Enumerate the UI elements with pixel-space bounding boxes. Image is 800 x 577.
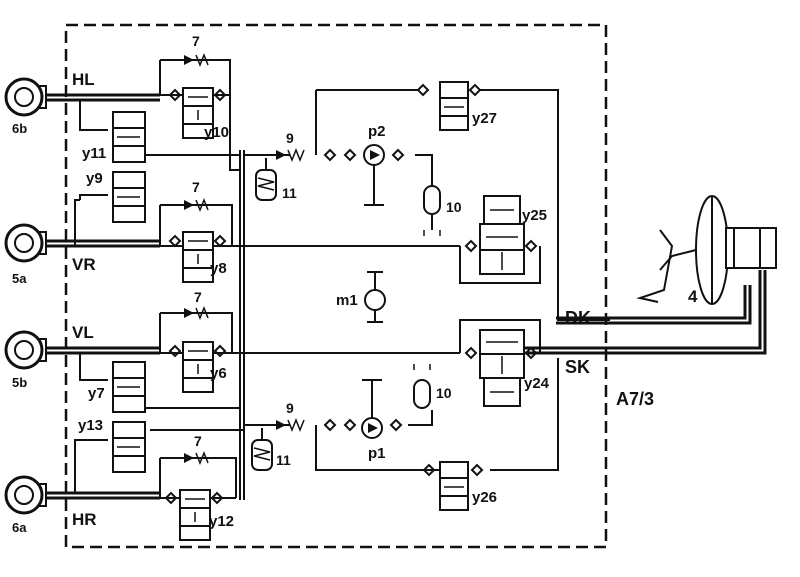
hydraulic-unit-boundary [64,23,608,549]
valve-y24[interactable] [479,329,525,407]
label-line-VL: VL [72,323,94,342]
damper-10-top [423,185,441,236]
check-valve-7-c [178,305,214,321]
label-brake-booster-4: 4 [688,287,698,306]
valve-y11[interactable] [112,111,146,163]
valve-y25[interactable] [479,195,525,275]
label-line-HL: HL [72,70,95,89]
label-valve-y25: y25 [522,207,547,224]
label-wheel-6b: 6b [12,121,27,136]
label-port-SK: SK [565,357,590,377]
valve-y27[interactable] [439,81,469,131]
accumulator-11-bottom [251,428,273,471]
label-check-9-top: 9 [286,130,294,146]
label-wheel-5a: 5a [12,271,27,286]
label-valve-y7: y7 [88,385,105,402]
check-valve-7-d [178,450,214,466]
label-check-7-b: 7 [192,179,200,195]
valve-y9[interactable] [112,171,146,223]
label-valve-y13: y13 [78,417,103,434]
valve-y13[interactable] [112,421,146,473]
brake-booster-4 [636,195,777,305]
brake-lines [46,59,767,500]
label-unit-A7-3: A7/3 [616,389,654,409]
label-wheel-5b: 5b [12,375,27,390]
pump-p2 [363,144,385,206]
label-valve-y8: y8 [210,260,227,277]
check-valve-9-bottom [276,417,305,433]
label-line-VR: VR [72,255,96,274]
label-valve-y11: y11 [82,145,106,162]
check-valve-7-a [178,52,214,68]
valve-y8[interactable] [182,231,214,283]
label-check-7-d: 7 [194,433,202,449]
label-damper-10-bottom: 10 [436,385,452,401]
label-valve-y27: y27 [472,110,497,127]
wheel-brake-5a [4,223,47,263]
label-pump-p2: p2 [368,123,386,140]
valve-y12[interactable] [179,489,211,541]
wheel-brake-6b [4,77,47,117]
label-valve-y24: y24 [524,375,550,392]
label-accum-11-bottom: 11 [276,452,291,468]
label-line-HR: HR [72,510,97,529]
wheel-brake-5b [4,330,47,370]
wheel-brake-6a [4,475,47,515]
label-valve-y12: y12 [209,513,234,530]
label-check-7-c: 7 [194,289,202,305]
label-port-DK: DK [565,308,591,328]
check-valve-7-b [178,197,214,213]
damper-10-bottom [413,364,431,409]
label-valve-y10: y10 [204,124,229,141]
label-check-7-a: 7 [192,33,200,49]
label-pump-p1: p1 [368,445,386,462]
accumulator-11-top [255,158,277,201]
label-valve-y9: y9 [86,170,103,187]
valve-y7[interactable] [112,361,146,413]
valve-y10[interactable] [182,87,214,139]
label-accum-11-top: 11 [282,185,297,201]
motor-m1 [364,271,386,323]
port-diamonds [164,83,538,505]
pump-p1 [361,379,383,439]
label-check-9-bottom: 9 [286,400,294,416]
label-damper-10-top: 10 [446,199,462,215]
label-wheel-6a: 6a [12,520,27,535]
label-valve-y6: y6 [210,365,227,382]
valve-y26[interactable] [439,461,469,511]
label-valve-y26: y26 [472,489,497,506]
label-motor-m1: m1 [336,292,358,309]
valve-y6[interactable] [182,341,214,393]
check-valve-9-top [276,147,305,163]
